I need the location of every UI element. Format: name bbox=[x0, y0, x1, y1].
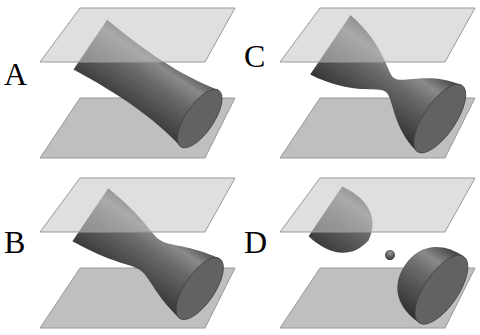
panel-d bbox=[280, 178, 478, 332]
panel-letter: C bbox=[244, 40, 265, 72]
panel-c bbox=[280, 8, 475, 161]
panel-letter: A bbox=[4, 58, 27, 90]
panel-a bbox=[40, 8, 235, 158]
panel-b bbox=[40, 178, 235, 328]
panel-letter: B bbox=[4, 226, 25, 258]
panel-letter: D bbox=[244, 226, 267, 258]
